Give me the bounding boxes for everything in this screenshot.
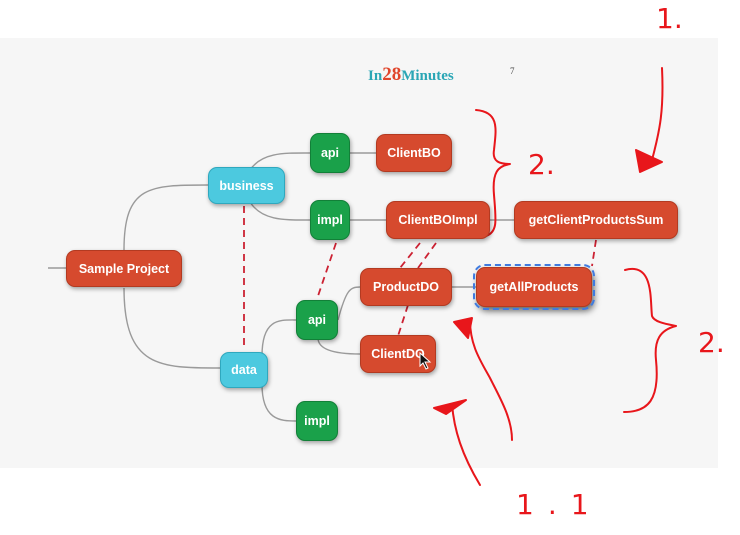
connector-api-productdo xyxy=(337,286,361,321)
connector-business-impl xyxy=(249,201,311,221)
page-number: 7 xyxy=(510,66,515,76)
dependency-clientboimpl-productdo-a xyxy=(399,242,421,269)
connector-root-data xyxy=(123,287,221,369)
node-getallproducts[interactable]: getAllProducts xyxy=(473,264,595,310)
node-productdo[interactable]: ProductDO xyxy=(360,268,452,306)
node-data[interactable]: data xyxy=(220,352,268,388)
in28minutes-logo: In28Minutes xyxy=(368,64,454,86)
node-data-api[interactable]: api xyxy=(296,300,338,340)
dependency-clientboimpl-productdo-b xyxy=(417,242,437,269)
node-data-impl[interactable]: impl xyxy=(296,401,338,441)
node-business-api[interactable]: api xyxy=(310,133,350,173)
ink-brace-right xyxy=(623,267,677,413)
node-business[interactable]: business xyxy=(208,167,285,204)
connector-root-business xyxy=(123,184,209,251)
logo-text-in: In xyxy=(368,68,383,84)
node-clientdo[interactable]: ClientDO xyxy=(360,335,436,373)
ink-arrow-lower2-head xyxy=(433,399,467,415)
connector-data-api xyxy=(261,319,297,357)
ink-arrow-lower1-head xyxy=(453,317,473,339)
dependency-sum-getall xyxy=(591,239,597,267)
dependency-clientboimpl-api xyxy=(317,242,337,297)
connector-data-impl xyxy=(261,383,297,422)
node-getclientproductssum[interactable]: getClientProductsSum xyxy=(514,201,678,239)
ink-arrow-lower1-shaft xyxy=(469,319,513,441)
ink-label-right: 2. xyxy=(698,326,725,359)
connector-business-api xyxy=(249,152,311,171)
ink-arrow-top-shaft xyxy=(651,67,664,161)
mouse-cursor-icon xyxy=(419,352,432,370)
ink-label-bottom: 1.1 xyxy=(516,488,603,521)
ink-label-upper: 2. xyxy=(528,148,555,181)
node-clientboimpl[interactable]: ClientBOImpl xyxy=(386,201,490,239)
ink-brace-upper xyxy=(475,109,511,237)
ink-arrow-lower2-shaft xyxy=(451,403,481,486)
logo-text-28: 28 xyxy=(382,64,402,85)
node-sample-project[interactable]: Sample Project xyxy=(66,250,182,287)
ink-arrow-top-head xyxy=(635,149,663,173)
node-clientbo[interactable]: ClientBO xyxy=(376,134,452,172)
dependency-productdo-clientdo xyxy=(397,304,409,337)
node-business-impl[interactable]: impl xyxy=(310,200,350,240)
logo-text-minutes: Minutes xyxy=(401,68,454,84)
ink-label-top: 1. xyxy=(656,2,683,35)
connector-api-clientdo xyxy=(317,337,361,355)
